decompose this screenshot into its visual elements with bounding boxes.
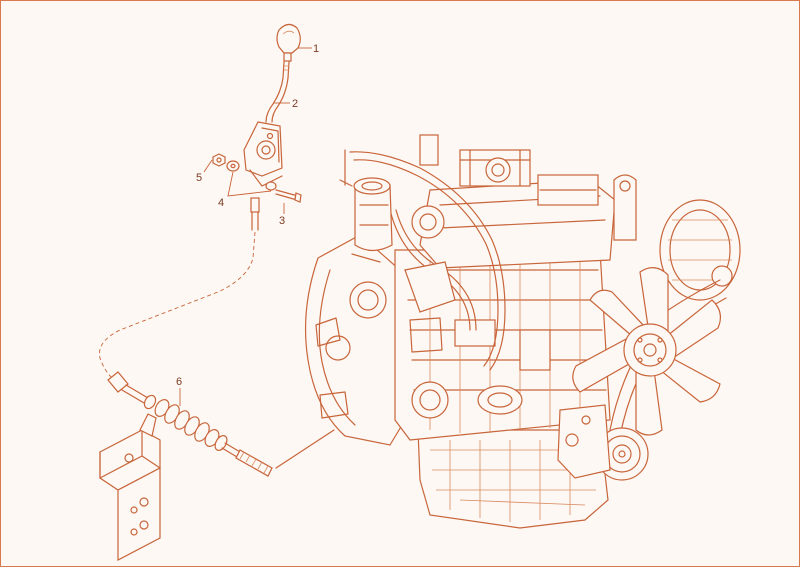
- cable-end-fitting: [250, 197, 260, 231]
- callout-6: 6: [176, 376, 182, 388]
- washer-part: [226, 160, 277, 191]
- mounting-bracket: [99, 413, 161, 561]
- callout-5: 5: [196, 172, 202, 184]
- leader-4: [227, 171, 272, 197]
- bolt-part: [275, 189, 302, 203]
- fuel-lines: [339, 134, 506, 371]
- callout-1: 1: [313, 43, 319, 55]
- cylinder-head: [419, 149, 616, 269]
- front-cover: [557, 404, 611, 479]
- cable-threaded-end: [235, 449, 273, 477]
- cooling-fan: [572, 267, 722, 436]
- engine-assembly: [304, 134, 741, 529]
- leader-lines: [179, 47, 312, 406]
- flywheel-housing: [304, 234, 406, 446]
- callout-2: 2: [292, 98, 298, 110]
- cable-route: [98, 231, 256, 379]
- throttle-cable: [107, 371, 335, 477]
- alternator: [659, 199, 741, 301]
- throttle-lever-assembly: [212, 23, 302, 231]
- cable-bellows: [154, 399, 228, 451]
- leader-5: [203, 159, 213, 173]
- starter-motor: [404, 205, 456, 353]
- lifting-eye: [613, 174, 637, 241]
- nut-part: [212, 153, 226, 167]
- callout-4: 4: [218, 197, 224, 209]
- callout-3: 3: [279, 215, 285, 227]
- fuel-filter: [353, 177, 393, 252]
- lever-knob: [276, 23, 301, 62]
- lever-bracket: [243, 121, 283, 187]
- callouts: 1 2 3 4 5 6: [176, 43, 319, 388]
- lever-rod: [265, 61, 290, 123]
